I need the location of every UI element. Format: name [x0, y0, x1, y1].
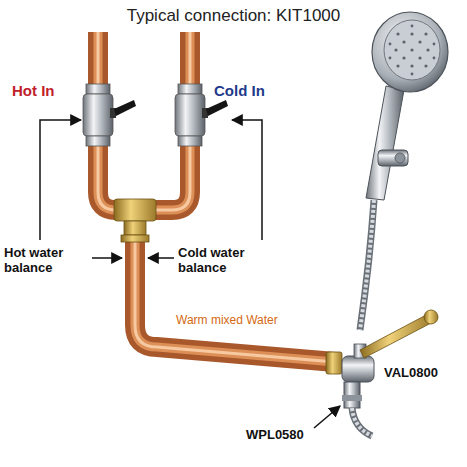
- copper-pipes: [98, 32, 335, 362]
- balance-arrows: [40, 120, 262, 258]
- isolation-valves: [83, 84, 228, 146]
- pipe-label: Warm mixed Water: [176, 314, 278, 328]
- part-number: VAL0800: [384, 366, 438, 381]
- diagram-title: Typical connection: KIT1000: [0, 6, 467, 26]
- part-number: WPL0580: [246, 428, 304, 443]
- leader-line: [314, 406, 340, 428]
- inlet-label: Cold In: [214, 82, 265, 99]
- inlet-label: Hot In: [12, 82, 55, 99]
- brass-tee: [114, 199, 156, 242]
- shower-handset: [366, 12, 448, 200]
- shower-hose: [360, 200, 374, 330]
- balance-label: Cold water balance: [178, 246, 266, 276]
- balance-label: Hot water balance: [4, 246, 88, 276]
- angle-valve: [326, 310, 438, 436]
